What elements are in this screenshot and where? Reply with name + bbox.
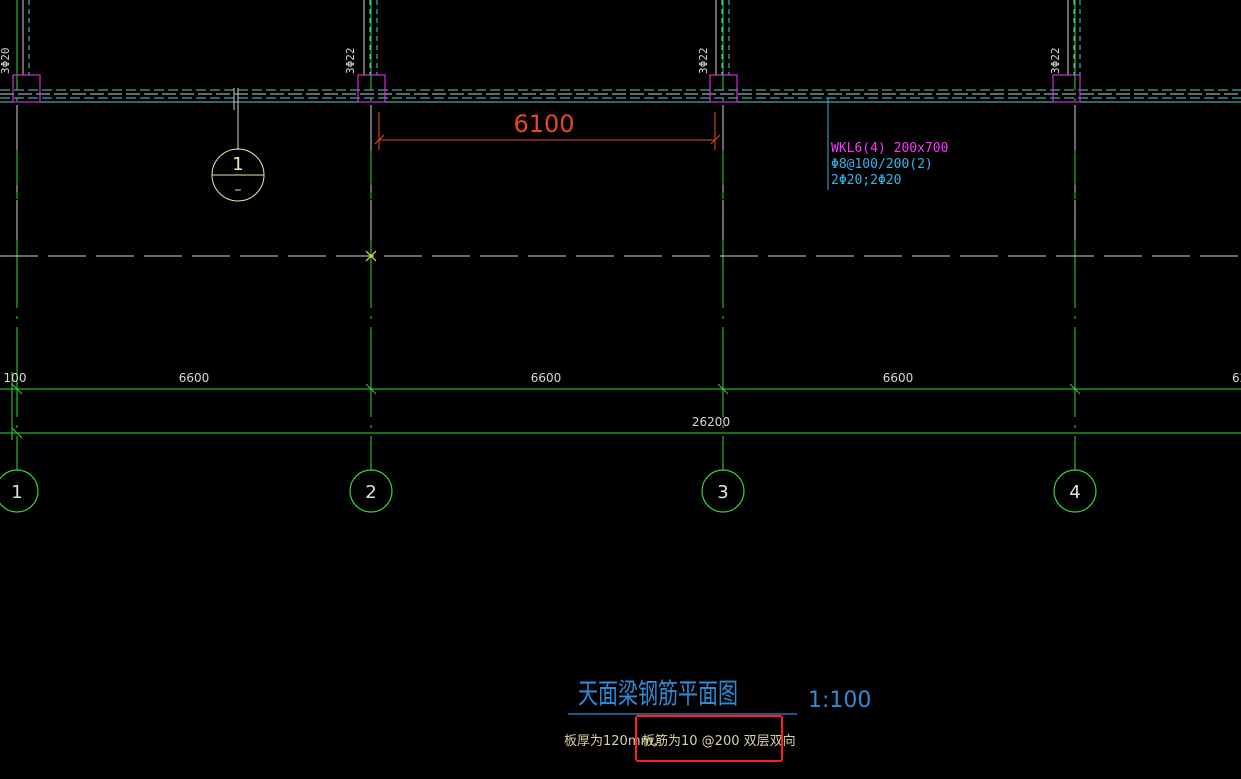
axis-bubble-1[interactable] (0, 469, 39, 513)
intersection-mark (365, 250, 377, 262)
beam-span-dimension-text: 6100 (513, 110, 574, 138)
column-box-3[interactable] (709, 74, 738, 103)
axis-bubble-label-1: 1 (11, 482, 22, 503)
column-box-1[interactable] (12, 74, 41, 103)
section-cut-marker[interactable]: 1 – (211, 88, 265, 202)
drawing-scale: 1:100 (808, 688, 871, 713)
column-box-4[interactable] (1052, 74, 1081, 103)
dimension-lines (0, 372, 1241, 440)
dimension-span-3: 6600 (883, 371, 914, 385)
upper-column-lines (22, 0, 1081, 75)
vertical-grid-lines (16, 0, 1076, 470)
axis-bubble-4[interactable] (1053, 469, 1097, 513)
dimension-total: 26200 (692, 415, 730, 429)
dimension-span-1: 6600 (179, 371, 210, 385)
beam-lines (0, 89, 1241, 103)
axis-bubble-3[interactable] (701, 469, 745, 513)
column-box-2[interactable] (357, 74, 386, 103)
axis-bubble-label-2: 2 (365, 482, 376, 503)
beam-span-dimension (374, 112, 721, 150)
column-rebar-label-1: 3Φ20 (0, 48, 12, 75)
beam-label-line2: Φ8@100/200(2) (831, 157, 933, 172)
column-rebar-label-4: 3Φ22 (1049, 48, 1062, 75)
column-boxes (12, 74, 1081, 103)
axis-bubbles (0, 469, 1097, 513)
column-rebar-label-3: 3Φ22 (697, 48, 710, 75)
axis-bubble-2[interactable] (349, 469, 393, 513)
column-rebar-label-2: 3Φ22 (344, 48, 357, 75)
beam-label-line1: WKL6(4) 200x700 (831, 141, 948, 156)
dimension-left-offset: 100 (4, 371, 27, 385)
grid-ticks (16, 105, 1076, 240)
section-marker-sheet: – (235, 182, 242, 198)
axis-bubble-label-3: 3 (717, 482, 728, 503)
beam-label-line3: 2Φ20;2Φ20 (831, 173, 901, 188)
note-slab-thickness: 板厚为120mm, (564, 734, 657, 749)
note-slab-rebar: 板筋为10 @200 双层双向 (642, 733, 796, 749)
axis-bubble-label-4: 4 (1069, 482, 1080, 503)
section-marker-number: 1 (232, 154, 243, 175)
dimension-span-4: 62 (1232, 371, 1241, 385)
beam-label[interactable]: WKL6(4) 200x700 Φ8@100/200(2) 2Φ20;2Φ20 (827, 98, 948, 190)
dimension-span-2: 6600 (531, 371, 562, 385)
note-highlight-box (635, 715, 783, 762)
drawing-title: 天面梁钢筋平面图 (578, 677, 738, 710)
